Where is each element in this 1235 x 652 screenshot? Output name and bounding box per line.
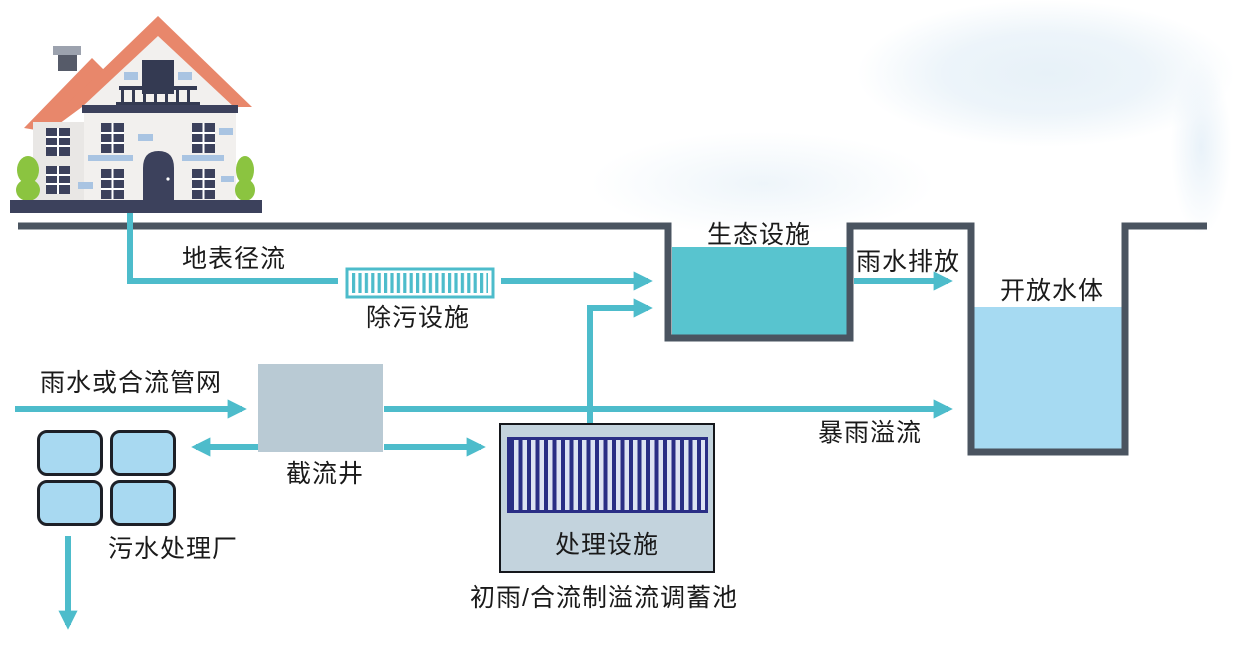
- house-platform: [10, 200, 262, 213]
- chimney-cap: [53, 46, 81, 55]
- balcony-railing: [116, 86, 200, 107]
- sewage-plant-unit: [110, 430, 176, 476]
- surface-runoff-pipe: [127, 205, 338, 284]
- gable-vent-left: [124, 72, 138, 80]
- open-water-body-label: 开放水体: [999, 277, 1105, 305]
- pollution-removal-label: 除污设施: [365, 304, 471, 332]
- storage-tank-box: 处理设施: [499, 423, 715, 573]
- bushes: [16, 156, 255, 201]
- sewage-plant-unit: [37, 430, 103, 476]
- storm-overflow-label: 暴雨溢流: [817, 419, 923, 447]
- interception-well-box: [258, 364, 383, 452]
- treatment-facility-stripes: [507, 437, 708, 513]
- storage-tank-label: 初雨/合流制溢流调蓄池: [470, 584, 738, 612]
- treatment-facility-label: 处理设施: [554, 531, 659, 559]
- sewage-plant-label: 污水处理厂: [107, 535, 239, 563]
- front-door: [143, 151, 174, 201]
- ecological-facility-label: 生态设施: [706, 221, 812, 249]
- sewage-plant-unit: [110, 480, 176, 526]
- chimney: [58, 55, 77, 71]
- annex-roof: [24, 58, 116, 132]
- interception-well-label: 截流井: [285, 460, 365, 488]
- windows: [46, 123, 215, 199]
- floor-band: [82, 105, 238, 113]
- surface-runoff-label: 地表径流: [181, 245, 287, 273]
- sewage-plant-unit: [37, 480, 103, 526]
- door-knob: [166, 177, 170, 181]
- stormwater-discharge-label: 雨水排放: [855, 248, 961, 276]
- eco-facility-water: [672, 247, 847, 335]
- wall-accents: [78, 128, 234, 189]
- gable-vent-right: [178, 72, 192, 80]
- pollution-removal-facility-box: [345, 267, 495, 299]
- open-water-body-water: [974, 307, 1122, 449]
- tank-to-eco-arrow: [587, 298, 653, 423]
- network-label: 雨水或合流管网: [39, 369, 223, 397]
- house-icon: [10, 16, 262, 213]
